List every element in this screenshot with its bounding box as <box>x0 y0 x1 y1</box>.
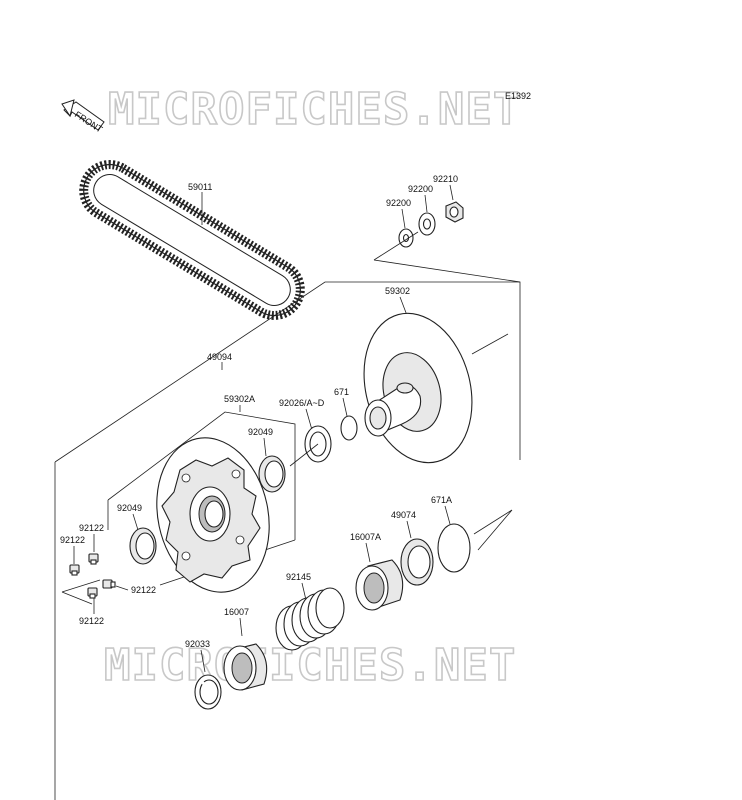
seal-49074 <box>400 538 434 586</box>
callout-92049-lower: 92049 <box>117 503 142 513</box>
callout-49094: 49094 <box>207 352 232 362</box>
bolt-92122-a <box>88 553 99 565</box>
callout-59302A: 59302A <box>224 394 255 404</box>
callout-16007A: 16007A <box>350 532 381 542</box>
movable-sheave-59302A <box>156 437 270 593</box>
callout-92122-b: 92122 <box>60 535 85 545</box>
callout-671A: 671A <box>431 495 452 505</box>
callout-92033: 92033 <box>185 639 210 649</box>
washer-92200-a <box>398 228 414 248</box>
nut-92210 <box>445 201 464 223</box>
callout-92122-a: 92122 <box>79 523 104 533</box>
spring-92145 <box>275 587 345 651</box>
watermark-top: MICROFICHES.NET <box>108 84 520 135</box>
callout-59302: 59302 <box>385 286 410 296</box>
oring-671A <box>437 523 471 573</box>
cam-16007A <box>355 559 404 611</box>
drive-belt <box>79 160 305 320</box>
callout-92210: 92210 <box>433 174 458 184</box>
front-arrow-icon: FRONT <box>61 99 105 135</box>
callout-92049-upper: 92049 <box>248 427 273 437</box>
washer-92200-b <box>418 212 436 236</box>
callout-92122-d: 92122 <box>79 616 104 626</box>
callout-92200-upper: 92200 <box>408 184 433 194</box>
callout-16007: 16007 <box>224 607 249 617</box>
bushing-92049-upper <box>258 455 286 493</box>
oring-671 <box>340 415 358 441</box>
cam-16007 <box>223 643 268 691</box>
bushing-92049-lower <box>129 527 157 565</box>
fixed-sheave-59302 <box>363 312 473 464</box>
diagram-code: E1392 <box>505 91 531 101</box>
callout-59011: 59011 <box>188 182 212 192</box>
callout-92200-lower: 92200 <box>386 198 411 208</box>
watermark-bottom: MICROFICHES.NET <box>104 640 516 691</box>
callout-92122-c: 92122 <box>131 585 156 595</box>
bolt-92122-b <box>69 564 80 576</box>
callout-92145: 92145 <box>286 572 311 582</box>
bolt-92122-c <box>102 579 116 589</box>
callout-671: 671 <box>334 387 349 397</box>
circlip-92033 <box>194 674 222 710</box>
callout-49074: 49074 <box>391 510 416 520</box>
bolt-92122-d <box>87 587 98 599</box>
callout-92026: 92026/A~D <box>279 398 325 408</box>
